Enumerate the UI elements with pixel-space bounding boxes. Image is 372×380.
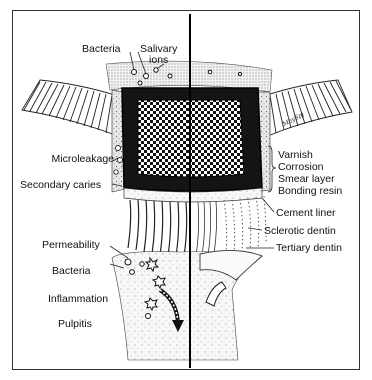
- label-secondary-caries: Secondary caries: [20, 180, 101, 191]
- enamel-right: [264, 80, 352, 136]
- label-bacteria-top: Bacteria: [82, 44, 121, 55]
- label-smear-layer: Smear layer: [278, 174, 335, 185]
- dentin-tubules: [128, 200, 187, 256]
- label-tertiary-dentin: Tertiary dentin: [276, 243, 342, 254]
- label-inflammation: Inflammation: [48, 294, 108, 305]
- label-salivary-ions: Salivary ions: [140, 44, 177, 66]
- label-varnish: Varnish: [278, 150, 313, 161]
- label-pulpitis: Pulpitis: [58, 319, 92, 330]
- label-bacteria-bottom: Bacteria: [52, 266, 91, 277]
- label-sclerotic-dentin: Sclerotic dentin: [264, 226, 336, 237]
- label-corrosion: Corrosion: [278, 162, 324, 173]
- label-bonding-resin: Bonding resin: [278, 186, 342, 197]
- sclerotic-dentin-tubules: [224, 196, 266, 254]
- label-permeability: Permeability: [42, 240, 100, 251]
- label-cement-liner: Cement liner: [276, 208, 336, 219]
- enamel-left: [22, 80, 118, 136]
- label-microleakage: Microleakage: [18, 154, 114, 165]
